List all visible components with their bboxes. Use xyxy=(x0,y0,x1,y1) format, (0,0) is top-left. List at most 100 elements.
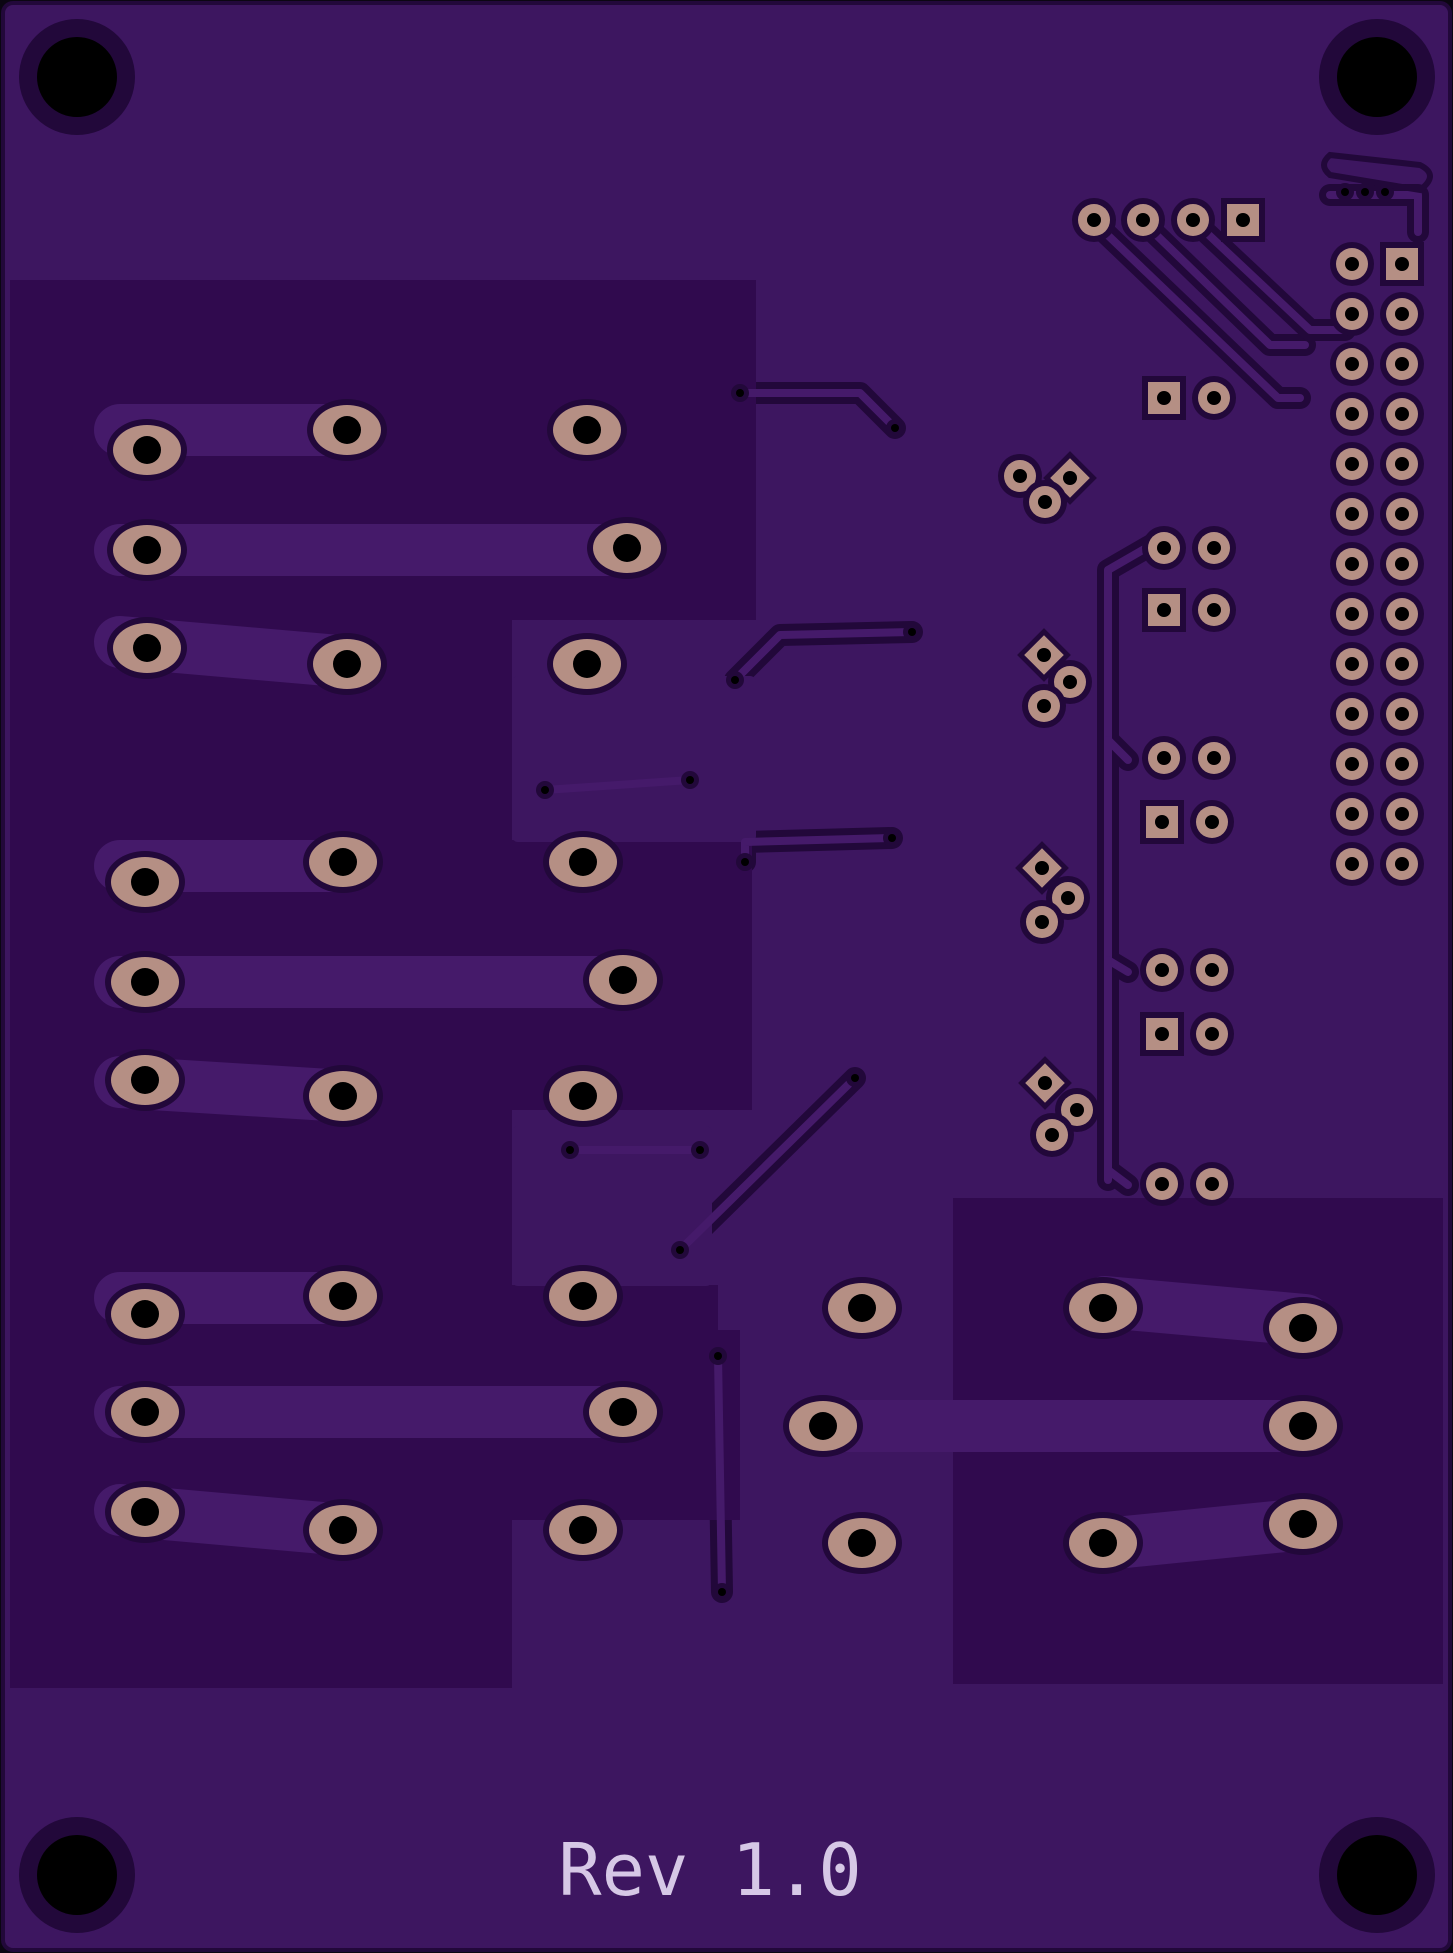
via-drill xyxy=(676,1246,684,1254)
via-drill xyxy=(1361,188,1369,196)
relay-pad-drill xyxy=(333,650,361,678)
relay-pad-drill xyxy=(131,868,159,896)
relay-pad-drill xyxy=(573,416,601,444)
relay-pad-drill xyxy=(809,1412,837,1440)
via-drill xyxy=(851,1074,859,1082)
header-pin-drill xyxy=(1087,213,1101,227)
relay-pad-drill xyxy=(329,1516,357,1544)
connector-pin-drill xyxy=(1157,541,1171,555)
gpio-pin-drill xyxy=(1345,607,1359,621)
via-drill xyxy=(718,1588,726,1596)
transistor-pin-1-drill xyxy=(1035,861,1049,875)
relay-pad-drill xyxy=(1089,1294,1117,1322)
signal-trace xyxy=(1090,218,1304,402)
transistor-pin-1-drill xyxy=(1038,1076,1052,1090)
via-drill xyxy=(891,424,899,432)
relay-pad-drill xyxy=(133,436,161,464)
transistor-pin-drill xyxy=(1035,915,1049,929)
gpio-pin-1-drill xyxy=(1395,257,1409,271)
gpio-pin-drill xyxy=(1345,657,1359,671)
gpio-pin-drill xyxy=(1345,757,1359,771)
relay-pad-drill xyxy=(848,1529,876,1557)
gpio-pin-drill xyxy=(1345,257,1359,271)
connector-pin-drill xyxy=(1155,1177,1169,1191)
connector-pin-drill xyxy=(1155,963,1169,977)
signal-trace xyxy=(736,389,899,432)
gpio-pin-drill xyxy=(1345,707,1359,721)
transistor-pin-drill xyxy=(1061,891,1075,905)
via-drill xyxy=(566,1146,574,1154)
gpio-pin-drill xyxy=(1395,657,1409,671)
via-drill xyxy=(908,628,916,636)
relay-pad-drill xyxy=(133,634,161,662)
gpio-pin-drill xyxy=(1345,807,1359,821)
relay-pad-drill xyxy=(131,1398,159,1426)
via-drill xyxy=(686,776,694,784)
transistor-pin-drill xyxy=(1037,699,1051,713)
via-drill xyxy=(1381,188,1389,196)
connector-pin-drill xyxy=(1207,603,1221,617)
relay-pad-drill xyxy=(1289,1314,1317,1342)
connector-pin-1-drill xyxy=(1155,1027,1169,1041)
via-drill xyxy=(888,834,896,842)
relay-pad-drill xyxy=(1289,1412,1317,1440)
transistor-pin-1-drill xyxy=(1063,471,1077,485)
gpio-pin-drill xyxy=(1395,557,1409,571)
header-pin-1-drill xyxy=(1236,213,1250,227)
gpio-pin-drill xyxy=(1345,507,1359,521)
relay-pad-drill xyxy=(1289,1510,1317,1538)
relay-pad-drill xyxy=(609,966,637,994)
relay-pad-drill xyxy=(1089,1529,1117,1557)
connector-pin-drill xyxy=(1205,1027,1219,1041)
connector-pin-drill xyxy=(1207,541,1221,555)
via-drill xyxy=(731,676,739,684)
gpio-pin-drill xyxy=(1345,457,1359,471)
signal-trace xyxy=(1104,736,1132,764)
connector-pin-drill xyxy=(1157,751,1171,765)
relay-pad-drill xyxy=(333,416,361,444)
relay-pad-drill xyxy=(569,1282,597,1310)
relay-pad-drill xyxy=(569,1516,597,1544)
connector-pin-drill xyxy=(1205,815,1219,829)
relay-pad-drill xyxy=(131,1066,159,1094)
via-drill xyxy=(714,1352,722,1360)
transistor-pin-drill xyxy=(1063,675,1077,689)
isolation-island xyxy=(512,1126,712,1286)
transistor-pin-drill xyxy=(1070,1103,1084,1117)
relay-pad-drill xyxy=(609,1398,637,1426)
signal-trace xyxy=(541,776,694,794)
gpio-pin-drill xyxy=(1395,307,1409,321)
connector-pin-drill xyxy=(1207,751,1221,765)
signal-trace xyxy=(1104,956,1132,976)
gpio-pin-drill xyxy=(1345,407,1359,421)
gpio-pin-drill xyxy=(1395,857,1409,871)
via-drill xyxy=(696,1146,704,1154)
header-pin-drill xyxy=(1136,213,1150,227)
connector-pin-drill xyxy=(1205,963,1219,977)
signal-trace xyxy=(1139,218,1309,349)
gpio-pin-drill xyxy=(1395,607,1409,621)
gpio-pin-drill xyxy=(1395,507,1409,521)
relay-pad-drill xyxy=(131,968,159,996)
transistor-pin-drill xyxy=(1013,469,1027,483)
signal-trace xyxy=(1191,218,1349,334)
via-drill xyxy=(736,389,744,397)
gpio-pin-drill xyxy=(1345,307,1359,321)
header-pin-drill xyxy=(1186,213,1200,227)
connector-pin-drill xyxy=(1207,391,1221,405)
via-drill xyxy=(741,858,749,866)
relay-pad-drill xyxy=(573,650,601,678)
relay-pad-drill xyxy=(131,1498,159,1526)
transistor-pin-1-drill xyxy=(1037,648,1051,662)
revision-silkscreen: Rev 1.0 xyxy=(558,1828,861,1912)
connector-pin-1-drill xyxy=(1157,391,1171,405)
signal-trace xyxy=(1104,1166,1132,1189)
gpio-pin-drill xyxy=(1395,457,1409,471)
relay-pad-drill xyxy=(613,534,641,562)
header-outline xyxy=(1321,151,1433,194)
mounting-hole-layer xyxy=(19,19,1435,1933)
gpio-pin-drill xyxy=(1345,357,1359,371)
mounting-hole xyxy=(37,1835,117,1915)
gpio-pin-drill xyxy=(1345,557,1359,571)
connector-pin-drill xyxy=(1205,1177,1219,1191)
